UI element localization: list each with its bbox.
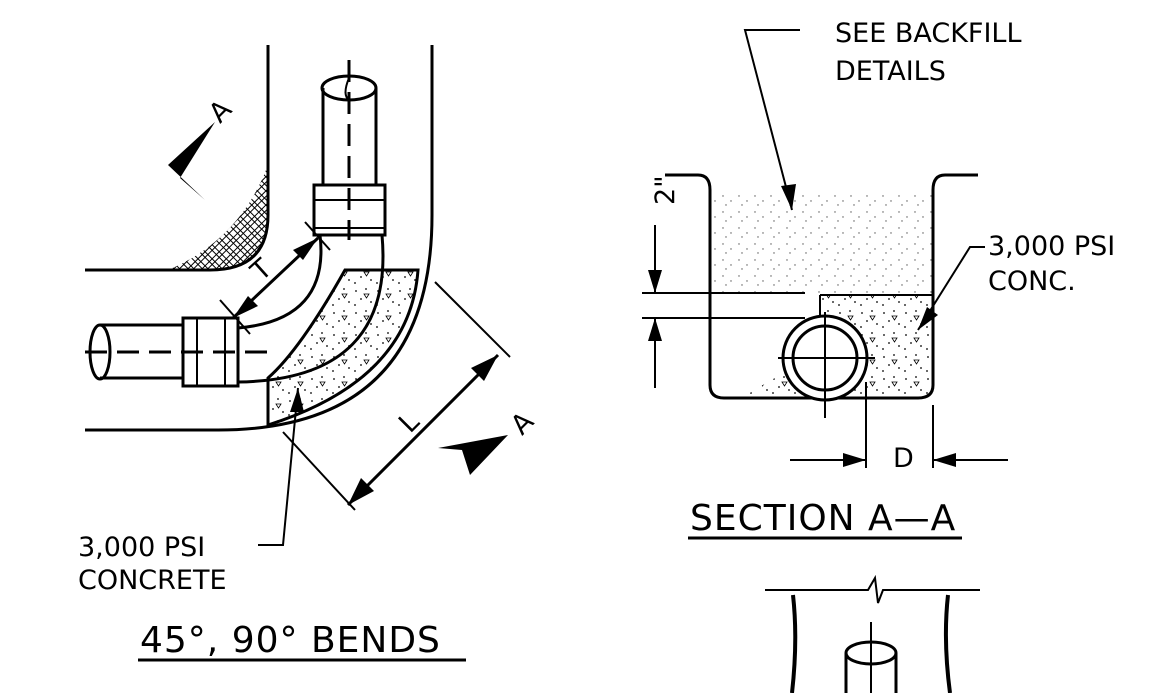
- concrete-note-line1: 3,000 PSI: [78, 532, 205, 563]
- section-mark-top: A: [203, 94, 238, 129]
- dimension-l: [282, 281, 511, 511]
- dimension-depth-label: D: [893, 443, 914, 474]
- section-title: SECTION A—A: [690, 498, 956, 539]
- bend-outer: [237, 234, 385, 384]
- section-pipe: [778, 312, 875, 418]
- dimension-cover: [642, 225, 805, 388]
- partial-trench-wall-left: [790, 594, 798, 693]
- undisturbed-soil-hatch: [168, 165, 268, 270]
- bend-inner: [237, 234, 323, 330]
- section-concrete-note-line1: 3,000 PSI: [988, 231, 1115, 262]
- concrete-note-leader: [258, 387, 299, 546]
- break-line: [765, 574, 980, 604]
- backfill-note-line1: SEE BACKFILL: [835, 18, 1022, 49]
- thrust-block-concrete: [266, 268, 420, 428]
- vertical-pipe: [312, 60, 387, 240]
- dimension-t: [219, 221, 331, 335]
- partial-trench-wall-right: [943, 594, 952, 693]
- partial-detail-view: [765, 574, 980, 693]
- horizontal-pipe: [85, 316, 270, 388]
- dimension-cover-label: 2": [650, 175, 681, 205]
- section-cut-arrow-bottom: [438, 435, 508, 475]
- section-cut-arrow-top: [168, 122, 215, 200]
- backfill-note-leader: [743, 29, 800, 211]
- concrete-note-line2: CONCRETE: [78, 565, 227, 596]
- section-concrete-note-line2: CONC.: [988, 266, 1076, 297]
- bends-view: T L A A 3,000 PSI CONCRETE 45°, 90° BEND…: [78, 45, 540, 662]
- section-concrete-leader: [917, 246, 985, 331]
- backfill-note-line2: DETAILS: [835, 56, 946, 87]
- backfill-area: [712, 190, 932, 295]
- section-view: 2" D SEE BACKFILL DETAILS 3,000 PSI CONC…: [642, 18, 1115, 540]
- bends-title: 45°, 90° BENDS: [140, 620, 441, 661]
- trench-outer-wall: [85, 45, 434, 432]
- dimension-depth: [790, 382, 1008, 468]
- section-mark-bottom: A: [505, 406, 540, 441]
